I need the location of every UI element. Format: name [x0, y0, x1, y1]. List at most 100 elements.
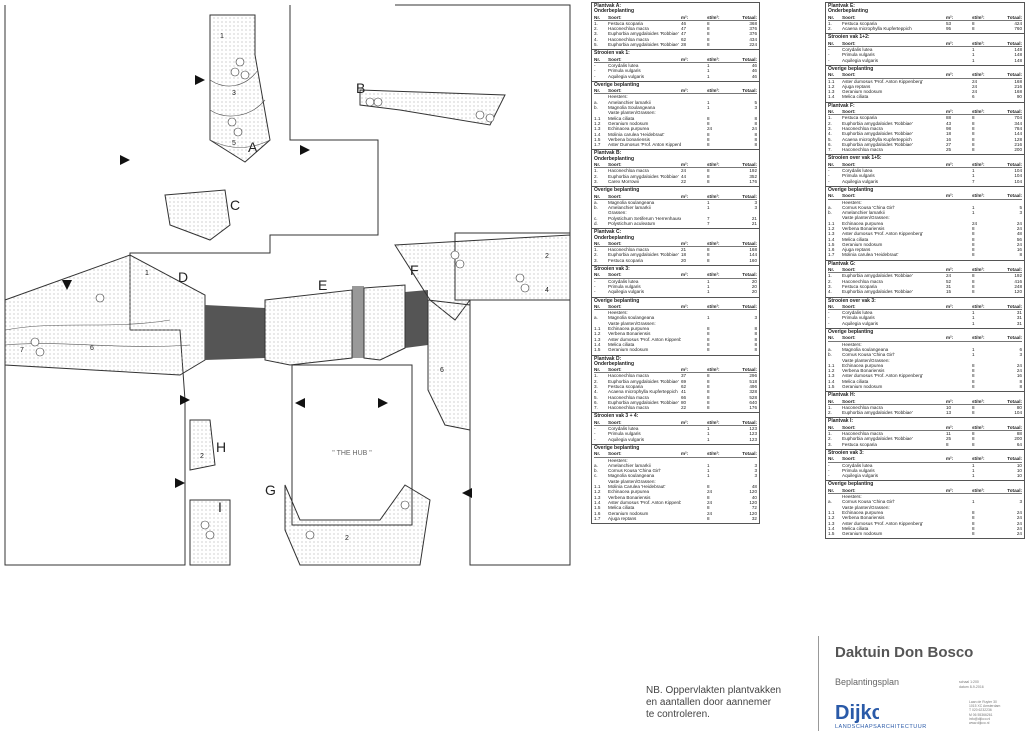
table-row: Grassen:: [608, 210, 627, 216]
table-header: Nr.Soort:m²:st/m²:Totaal:: [594, 303, 757, 311]
block-title: Plantvak B:: [594, 150, 622, 157]
table-row: Vaste planten/Grassen:: [608, 478, 656, 484]
table-header: Nr.Soort:m²:st/m²:Totaal:: [828, 303, 1022, 311]
table-row: Vaste planten/Grassen:: [842, 504, 890, 510]
table-header: Nr.Soort:m²:st/m²:Totaal:: [594, 451, 757, 458]
table-header: Nr.Soort:m²:st/m²:Totaal:: [594, 240, 757, 248]
table-header: Nr.Soort:m²:st/m²:Totaal:: [828, 72, 1022, 79]
table-block: Strooien over vak 3:Nr.Soort:m²:st/m²:To…: [826, 298, 1024, 330]
table-block: Plantvak G:Nr.Soort:m²:st/m²:Totaal:1.Eu…: [826, 261, 1024, 298]
table-row: Heesters:: [608, 310, 628, 316]
table-row: Heesters:: [842, 341, 862, 347]
planter-G: [284, 484, 431, 566]
svg-text:Dijkco: Dijkco: [835, 702, 879, 723]
dijkco-logo: Dijkco: [835, 702, 879, 723]
block-title: Overige beplanting: [594, 187, 640, 194]
table-header: Nr.Soort:m²:st/m²:Totaal:: [594, 193, 757, 200]
table-header: Nr.Soort:m²:st/m²:Totaal:: [828, 109, 1022, 116]
planter-A: [209, 14, 271, 163]
block-title: Overige beplanting: [828, 329, 874, 336]
zone-num: 1: [220, 33, 224, 40]
arrow-marker: [195, 75, 205, 85]
table-header: Nr.Soort:m²:st/m²:Totaal:: [594, 88, 757, 95]
paving-strip: [352, 286, 364, 358]
paving-1: [205, 305, 265, 360]
table-header: Nr.Soort:m²:st/m²:Totaal:: [594, 419, 757, 427]
block-title: Overige beplanting: [828, 65, 874, 72]
table-row: Vaste planten/Grassen:: [608, 320, 656, 326]
project-subtitle: Beplantingsplan: [835, 677, 900, 687]
svg-text:2: 2: [345, 535, 349, 542]
label-D: D: [178, 269, 188, 285]
block-title: Overige beplanting: [594, 81, 640, 88]
table-block: Strooien vak 3:Nr.Soort:m²:st/m²:Totaal:…: [826, 449, 1024, 482]
block-title: Overige beplanting: [594, 297, 640, 304]
block-subtitle: Onderbeplanting: [594, 360, 634, 367]
table-row: Vaste planten/Grassen:: [842, 215, 890, 221]
svg-text:7: 7: [20, 347, 24, 354]
block-subtitle: Onderbeplanting: [594, 8, 634, 15]
table-block: Plantvak F:Nr.Soort:m²:st/m²:Totaal:1.Fe…: [826, 103, 1024, 156]
table-header: Nr.Soort:m²:st/m²:Totaal:: [828, 40, 1022, 48]
table-block: Plantvak I:Nr.Soort:m²:st/m²:Totaal:1.Ha…: [826, 418, 1024, 450]
contractor-note: NB. Oppervlakten plantvakken en aantalle…: [646, 685, 782, 720]
block-title: Overige beplanting: [828, 186, 874, 193]
svg-text:4: 4: [545, 287, 549, 294]
paving-2: [405, 290, 428, 348]
planter-C: [164, 189, 231, 241]
table-header: Nr.Soort:m²:st/m²:Totaal:: [594, 367, 757, 374]
svg-text:5: 5: [232, 140, 236, 147]
block-title: Strooien vak 3:: [828, 449, 864, 456]
table-block: Strooien vak 3:Nr.Soort:m²:st/m²:Totaal:…: [592, 266, 759, 298]
block-title: Strooien vak 1:: [594, 50, 630, 57]
roof-outline: [4, 5, 379, 566]
